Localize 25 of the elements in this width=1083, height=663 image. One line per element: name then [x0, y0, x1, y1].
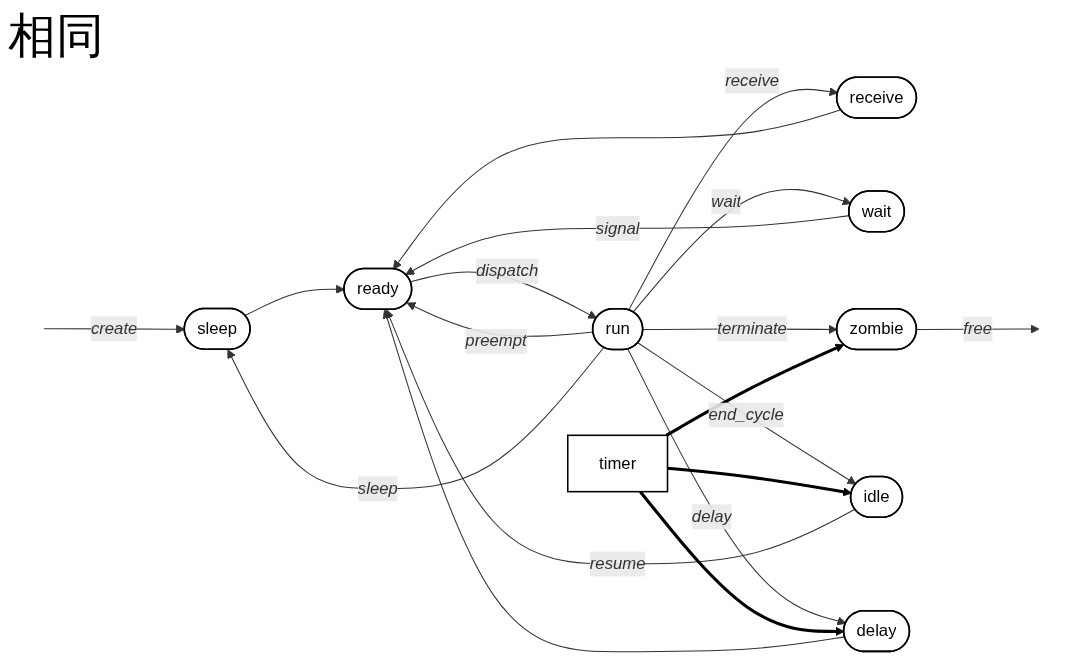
arrow [227, 346, 605, 490]
arrow [637, 342, 857, 485]
edge-label: free [963, 319, 993, 338]
arrow [665, 343, 845, 437]
edge-label: create [90, 319, 138, 338]
arrow [382, 309, 846, 653]
arrow [244, 284, 345, 317]
edge-label: receive [725, 71, 780, 90]
arrow [627, 348, 847, 626]
heading-text: 相同 [8, 7, 104, 63]
edge-label: wait [711, 192, 742, 211]
edge-label: end_cycle [708, 405, 784, 424]
edge-label: dispatch [475, 261, 539, 280]
arrow [385, 309, 856, 565]
arrow [667, 466, 852, 497]
edge-label: signal [595, 218, 640, 237]
edge-label: sleep [357, 479, 398, 498]
edge-label: terminate [717, 319, 787, 338]
arrow [392, 109, 842, 270]
edge-label: delay [691, 507, 732, 526]
edge-label: resume [589, 554, 646, 573]
arrow [628, 87, 839, 311]
node-box: timer [566, 434, 669, 493]
arrow [632, 188, 852, 313]
edge-label: preempt [465, 331, 527, 350]
